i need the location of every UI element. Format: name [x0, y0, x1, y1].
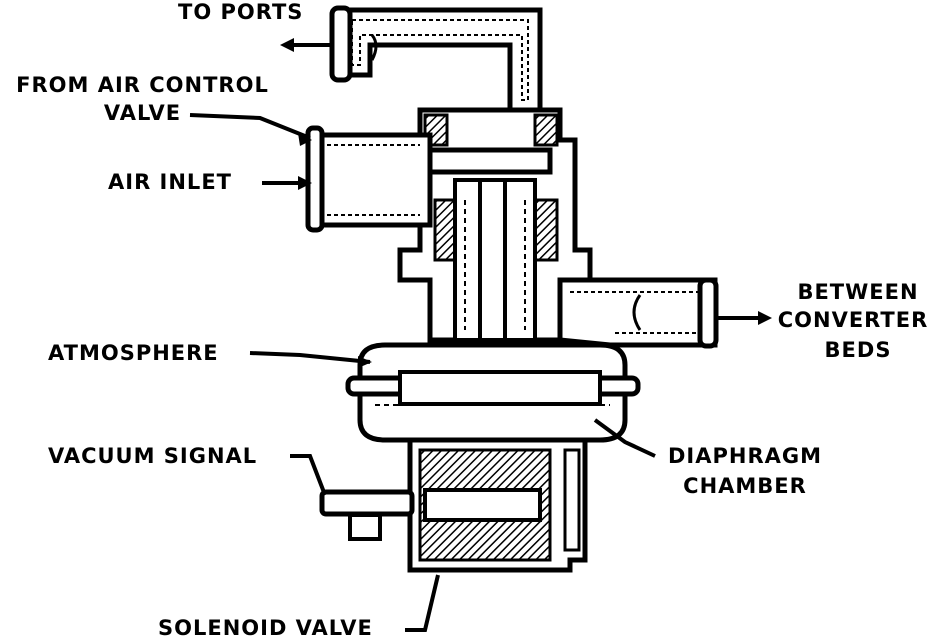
- label-to-ports: TO PORTS: [178, 0, 304, 24]
- outlet-elbow-pipe: [329, 5, 543, 113]
- label-chamber: CHAMBER: [683, 474, 807, 498]
- diaphragm-housing: [345, 342, 641, 443]
- label-between: BETWEEN: [797, 280, 919, 304]
- label-vacuum-signal: VACUUM SIGNAL: [48, 444, 258, 468]
- arrow-right-icon: [758, 311, 772, 325]
- label-beds: BEDS: [824, 338, 892, 362]
- label-converter: CONVERTER: [777, 308, 929, 332]
- arrow-left-icon: [280, 38, 294, 52]
- label-atmosphere: ATMOSPHERE: [48, 341, 219, 365]
- leader-lines: [189, 43, 760, 632]
- arrow-right-icon: [358, 356, 372, 368]
- label-diaphragm: DIAPHRAGM: [667, 444, 823, 468]
- converter-outlet-pipe: [557, 277, 719, 349]
- label-solenoid-valve: SOLENOID VALVE: [158, 616, 373, 640]
- label-air-inlet: AIR INLET: [108, 170, 232, 194]
- arrowheads: [280, 38, 772, 368]
- solenoid-body: [319, 437, 588, 573]
- air-inlet-pipe: [305, 125, 433, 233]
- arrow-right-icon: [298, 176, 312, 190]
- arrow-right-icon: [298, 133, 312, 146]
- label-from-air-control-valve: VALVE: [103, 101, 182, 125]
- label-from-air-control: FROM AIR CONTROL: [16, 73, 269, 97]
- valve-stem: [453, 178, 537, 387]
